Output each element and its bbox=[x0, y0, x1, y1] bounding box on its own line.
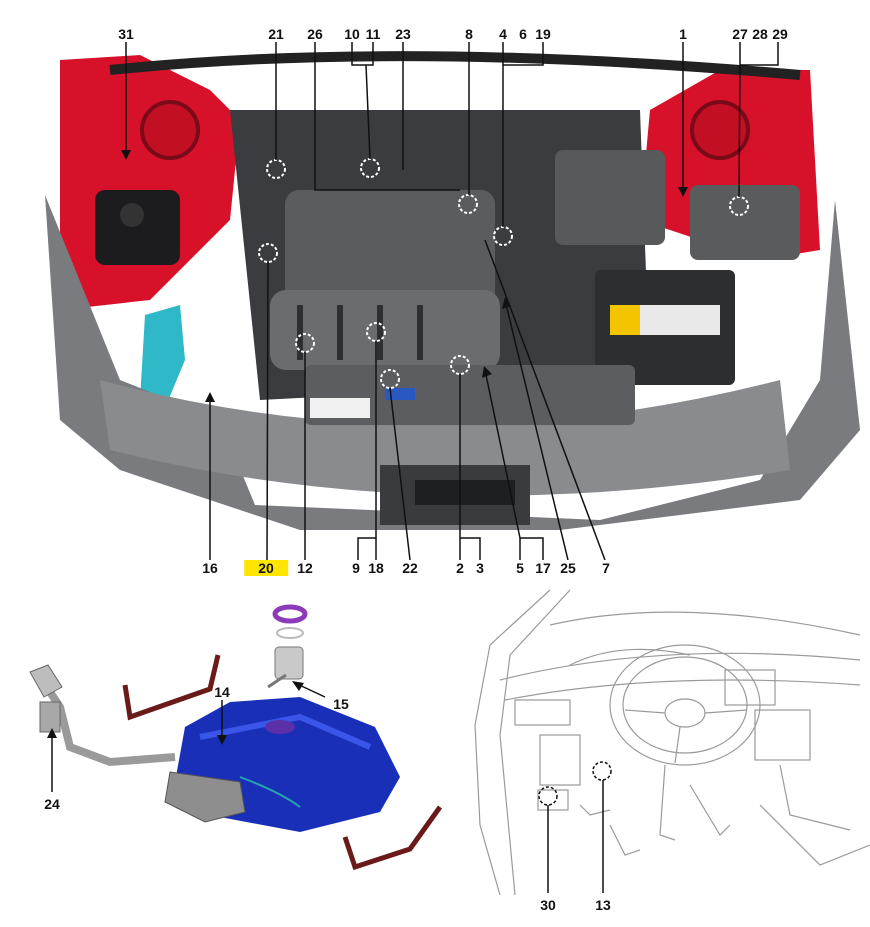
callout-4: 4 bbox=[499, 26, 507, 42]
callout-5: 5 bbox=[516, 560, 524, 576]
callout-1: 1 bbox=[679, 26, 687, 42]
fuel-tank-illustration bbox=[29, 604, 443, 871]
callout-19: 19 bbox=[535, 26, 551, 42]
dashboard-illustration bbox=[474, 589, 870, 895]
callout-13: 13 bbox=[595, 897, 611, 913]
callout-24: 24 bbox=[44, 796, 60, 812]
callout-20-highlighted: 20 bbox=[244, 560, 288, 576]
callout-21: 21 bbox=[268, 26, 284, 42]
callout-31: 31 bbox=[118, 26, 134, 42]
callout-7: 7 bbox=[602, 560, 610, 576]
strut-tower-right-icon bbox=[690, 100, 750, 160]
callout-16: 16 bbox=[202, 560, 218, 576]
callout-14: 14 bbox=[214, 684, 230, 700]
callout-29: 29 bbox=[772, 26, 788, 42]
engine-bay-illustration bbox=[45, 42, 860, 560]
callout-30: 30 bbox=[540, 897, 556, 913]
callout-22: 22 bbox=[402, 560, 418, 576]
callout-10: 10 bbox=[344, 26, 360, 42]
callout-28: 28 bbox=[752, 26, 768, 42]
fuel-pump-module-icon bbox=[274, 646, 304, 680]
callout-27: 27 bbox=[732, 26, 748, 42]
callout-6: 6 bbox=[519, 26, 527, 42]
callout-2: 2 bbox=[456, 560, 464, 576]
strut-tower-left-icon bbox=[140, 100, 200, 160]
callout-23: 23 bbox=[395, 26, 411, 42]
coolant-reservoir-icon bbox=[95, 190, 180, 265]
callout-11: 11 bbox=[365, 26, 381, 42]
callout-25: 25 bbox=[560, 560, 576, 576]
callout-9: 9 bbox=[352, 560, 360, 576]
callout-18: 18 bbox=[368, 560, 384, 576]
callout-15: 15 bbox=[333, 696, 349, 712]
callout-17: 17 bbox=[535, 560, 551, 576]
callout-8: 8 bbox=[465, 26, 473, 42]
callout-3: 3 bbox=[476, 560, 484, 576]
callout-12: 12 bbox=[297, 560, 313, 576]
callout-26: 26 bbox=[307, 26, 323, 42]
